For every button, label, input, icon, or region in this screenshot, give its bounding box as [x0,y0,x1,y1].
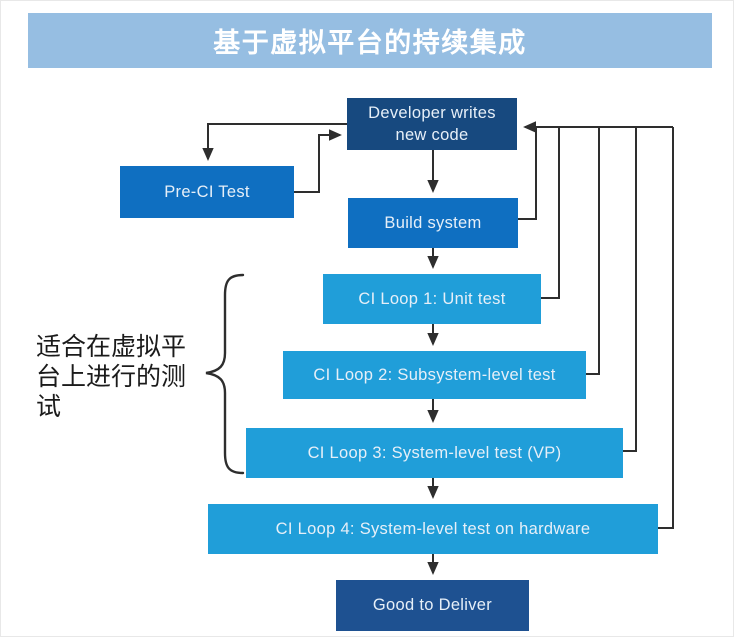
side-label-line-3: 试 [36,393,62,421]
diagram-title: 基于虚拟平台的持续集成 [213,28,527,58]
node-ci-loop-1: CI Loop 1: Unit test [323,274,541,324]
node-ci-loop-2: CI Loop 2: Subsystem-level test [283,351,586,399]
connector-feedback-ciloop1 [541,127,560,299]
node-developer-writes-new-code: Developer writes new code [347,98,517,150]
node-pre-ci-test: Pre-CI Test [120,166,294,218]
side-label-line-1: 适合在虚拟平 [36,333,187,361]
node-good-to-deliver: Good to Deliver [336,580,529,631]
connector-feedback-ciloop4 [658,127,674,529]
connector-feedback-ciloop2 [586,127,600,375]
connector-preci-to-developer [294,129,342,193]
title-bar: 基于虚拟平台的持续集成 [28,13,712,68]
node-ci-loop-4: CI Loop 4: System-level test on hardware [208,504,658,554]
connector-feedback-ciloop3 [623,127,637,452]
side-label-line-2: 台上进行的测 [36,363,187,391]
node-ci-loop-3: CI Loop 3: System-level test (VP) [246,428,623,478]
side-label: 适合在虚拟平 台上进行的测 试 [36,332,211,422]
node-build-system: Build system [348,198,518,248]
curly-brace [205,273,245,475]
connector-feedback-build [518,127,537,220]
connector-developer-to-preci [202,123,347,161]
